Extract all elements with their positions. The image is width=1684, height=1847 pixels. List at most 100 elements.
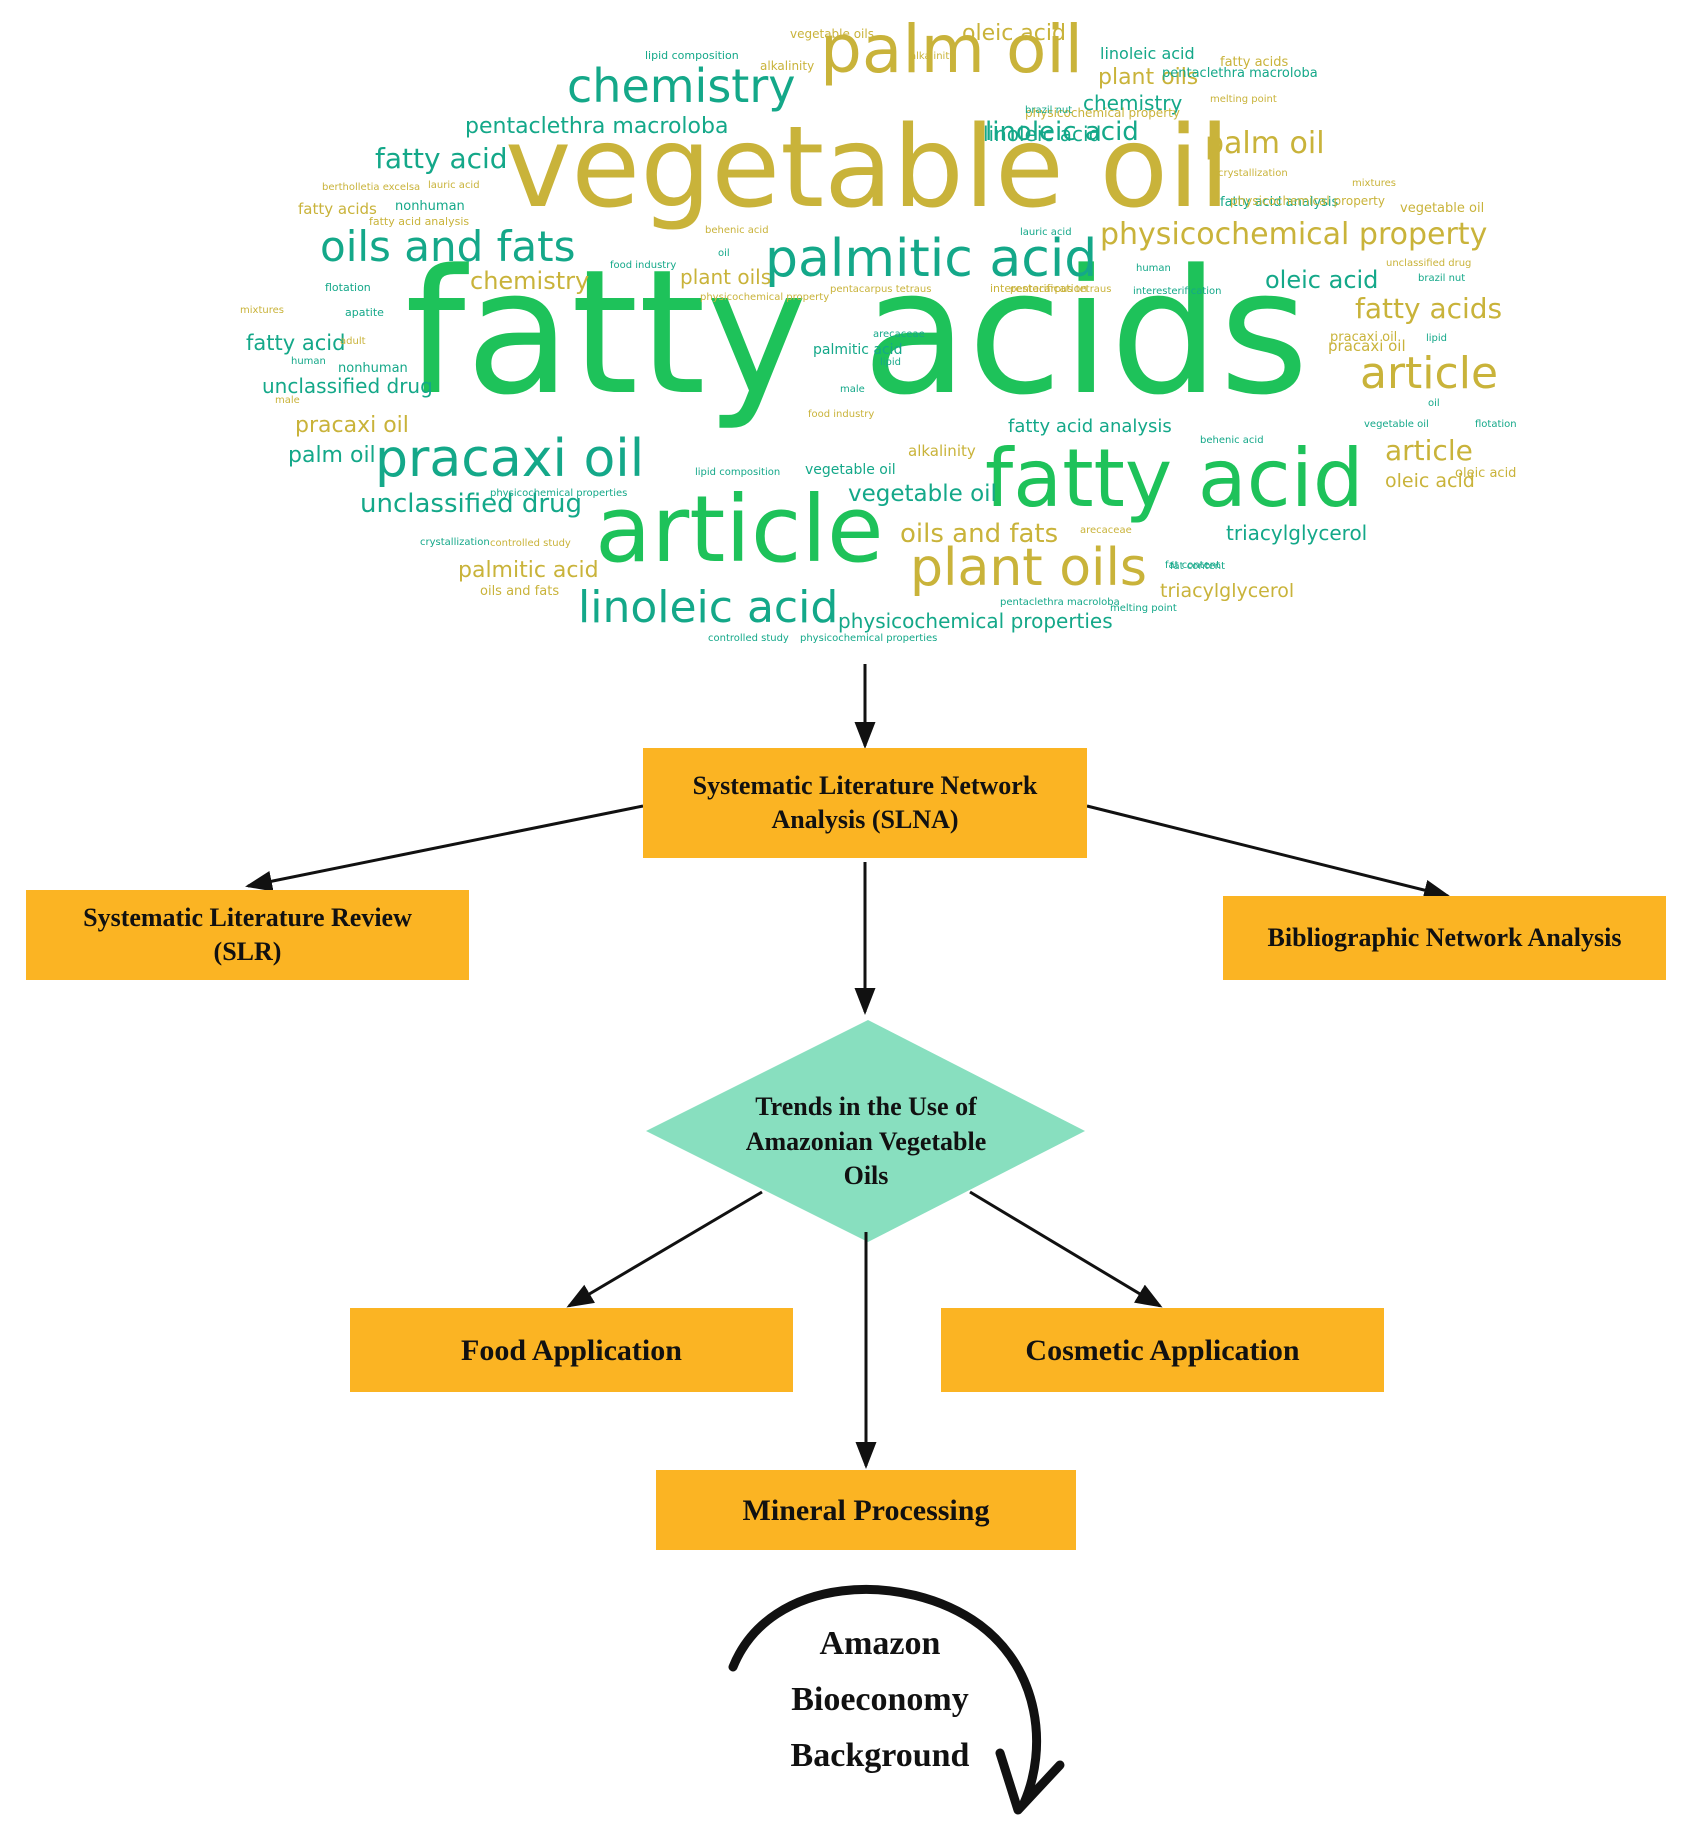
cloud-word: physicochemical property — [1100, 217, 1487, 252]
cloud-word: physicochemical properties — [838, 609, 1113, 633]
cloud-word: oils and fats — [900, 519, 1058, 549]
cloud-word: triacylglycerol — [1160, 580, 1294, 602]
cloud-word: pentacarpus tetraus — [1010, 284, 1111, 295]
arrow-slna-to-bna — [1086, 804, 1451, 901]
cloud-word: pracaxi oil — [1328, 337, 1406, 355]
cloud-word: chemistry — [567, 59, 795, 113]
cloud-word: oil — [1428, 398, 1440, 409]
trends-line3: Oils — [843, 1161, 889, 1191]
cloud-word: fatty acid — [246, 331, 345, 355]
trends-line1: Trends in the Use of — [755, 1092, 977, 1121]
food-application-box: Food Application — [350, 1308, 793, 1392]
cloud-word: linoleic acid — [578, 582, 838, 633]
cloud-word: food industry — [610, 260, 676, 271]
circular-arrow — [728, 1584, 1042, 1808]
cloud-word: physicochemical properties — [490, 488, 627, 499]
amazon-line1: Amazon — [819, 1625, 941, 1662]
cloud-word: arecaceae — [873, 329, 925, 340]
cloud-word: melting point — [1210, 94, 1277, 105]
cloud-word: nonhuman — [338, 361, 408, 376]
cloud-word: pentaclethra macroloba — [1000, 597, 1120, 608]
cloud-word: physicochemical property — [700, 292, 829, 303]
cloud-word: vegetable oil — [805, 462, 896, 478]
cloud-word: bertholletia excelsa — [322, 182, 420, 193]
cloud-word: palmitic acid — [458, 558, 599, 583]
cloud-word: behenic acid — [705, 225, 769, 236]
cloud-word: lipid — [1426, 333, 1447, 344]
cloud-word: palm oil — [820, 11, 1083, 88]
cloud-word: unclassified drug — [1386, 258, 1471, 269]
cloud-word: lipid — [880, 357, 901, 368]
cloud-word: vegetable oils — [790, 27, 874, 41]
cloud-word: male — [840, 384, 865, 395]
cloud-word: plant oils — [1098, 65, 1198, 90]
cloud-word: physicochemical property — [1230, 194, 1385, 208]
slna-line2: Analysis (SLNA) — [771, 805, 959, 834]
slr-box: Systematic Literature Review (SLR) — [26, 890, 469, 980]
cloud-word: controlled study — [490, 538, 571, 549]
cloud-word: oils and fats — [480, 584, 559, 599]
cloud-word: linoleic acid — [983, 122, 1101, 146]
cloud-word: controlled study — [708, 633, 789, 644]
cloud-word: palmitic acid — [765, 229, 1097, 289]
trends-line2: Amazonian Vegetable — [745, 1126, 987, 1156]
cloud-word: lipid composition — [645, 49, 739, 62]
cloud-word: arecaceae — [1080, 525, 1132, 536]
cloud-word: fat content — [1165, 560, 1220, 571]
slr-line1: Systematic Literature Review — [83, 903, 412, 933]
cloud-word: fatty acids — [405, 232, 1309, 433]
cloud-word: article — [1360, 348, 1498, 399]
bna-label: Bibliographic Network Analysis — [1267, 923, 1622, 953]
cloud-word: chemistry — [1083, 91, 1183, 115]
arrow-trends-to-cosmetic — [969, 1190, 1163, 1308]
cloud-word: melting point — [1110, 603, 1177, 614]
cloud-word: food industry — [808, 409, 874, 420]
cloud-word: pracaxi oil — [375, 429, 644, 489]
cloud-word: physicochemical property — [1025, 106, 1180, 120]
cloud-word: fatty acid analysis — [1008, 416, 1172, 437]
cloud-word: human — [291, 356, 326, 367]
mineral-processing-box: Mineral Processing — [656, 1470, 1076, 1550]
cloud-word: linoleic acid — [985, 117, 1139, 147]
arrow-slna-to-slr — [245, 804, 644, 892]
cloud-word: palm oil — [288, 443, 376, 468]
slna-box: Systematic Literature Network Analysis (… — [643, 748, 1087, 858]
cloud-word: fatty acid — [985, 432, 1364, 525]
amazon-bioeconomy-label: Amazon Bioeconomy Background — [720, 1616, 1040, 1784]
cloud-word: interesterification — [1133, 286, 1222, 297]
cloud-word: pracaxi oil — [1330, 330, 1397, 345]
cloud-word: crystallization — [420, 537, 490, 548]
cloud-word: plant oils — [680, 265, 771, 289]
cloud-word: fatty acid — [375, 142, 508, 175]
cloud-word: vegetable oil — [505, 103, 1230, 233]
cloud-word: linoleic acid — [1100, 44, 1195, 63]
cloud-word: lauric acid — [1020, 227, 1072, 238]
cloud-word: crystallization — [1218, 168, 1288, 179]
trends-diamond — [646, 1020, 1085, 1242]
cloud-word: brazil nut — [1025, 105, 1072, 116]
cloud-word: fatty acid analysis — [369, 215, 469, 228]
cloud-word: flotation — [1475, 419, 1517, 430]
cloud-word: pentacarpus tetraus — [830, 284, 931, 295]
food-application-label: Food Application — [461, 1333, 682, 1367]
cloud-word: fatty acid analysis — [1220, 195, 1339, 210]
cloud-word: oils and fats — [320, 222, 576, 271]
circular-arrow-head — [995, 1748, 1065, 1815]
cloud-word: alkalinity — [910, 51, 955, 62]
slna-line1: Systematic Literature Network — [692, 771, 1038, 801]
cloud-word: mixtures — [1352, 178, 1396, 189]
slr-line2: (SLR) — [213, 937, 282, 966]
cloud-word: mixtures — [240, 305, 284, 316]
cloud-word: article — [1385, 434, 1473, 467]
trends-label: Trends in the Use of Amazonian Vegetable… — [706, 1090, 1026, 1194]
cloud-word: physicochemical properties — [800, 633, 937, 644]
cloud-word: fatty acids — [298, 200, 377, 218]
cloud-word: pentaclethra macroloba — [465, 114, 728, 139]
cloud-word: lauric acid — [428, 180, 480, 191]
cloud-word: oil — [718, 248, 730, 259]
cloud-word: plant oils — [910, 538, 1147, 598]
cosmetic-application-label: Cosmetic Application — [1025, 1333, 1300, 1367]
cloud-word: lipid composition — [695, 467, 780, 478]
